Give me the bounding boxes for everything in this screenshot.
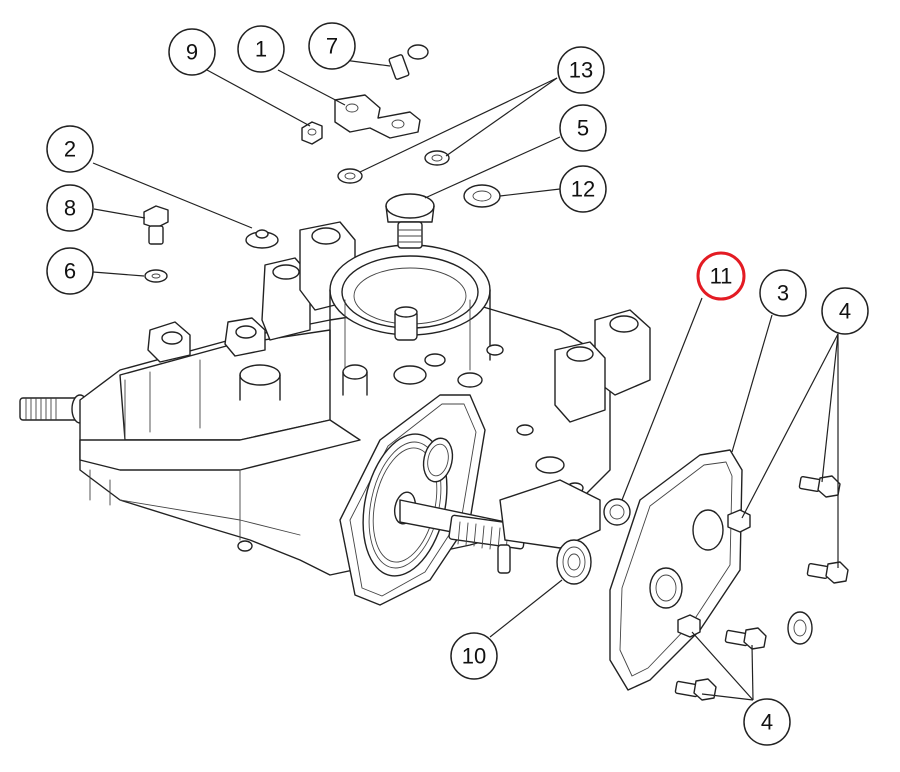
callout-11: 11 xyxy=(696,251,746,301)
part-3-cover xyxy=(609,449,743,691)
svg-text:1: 1 xyxy=(255,37,267,62)
part-5-plug xyxy=(385,193,435,249)
part-6-washer xyxy=(144,269,168,283)
svg-text:12: 12 xyxy=(571,177,595,202)
callout-10: 10 xyxy=(450,632,498,680)
callout-4-top: 4 xyxy=(821,287,869,335)
svg-text:11: 11 xyxy=(710,264,733,289)
callout-6: 6 xyxy=(46,247,94,295)
callout-4-bottom: 4 xyxy=(743,698,791,746)
spacer xyxy=(787,611,813,645)
part-10-bearing xyxy=(556,539,592,585)
svg-text:3: 3 xyxy=(777,281,789,306)
transaxle-housing xyxy=(19,221,651,606)
callout-13: 13 xyxy=(557,46,605,94)
part-11-bushing xyxy=(603,498,631,526)
part-1-bracket xyxy=(334,94,421,139)
svg-text:13: 13 xyxy=(569,58,593,83)
part-7-bolt xyxy=(388,44,429,80)
svg-text:8: 8 xyxy=(64,196,76,221)
svg-text:2: 2 xyxy=(64,137,76,162)
svg-text:9: 9 xyxy=(186,40,198,65)
part-2-breather xyxy=(245,229,279,249)
callout-labels: 9 1 7 13 2 5 12 8 6 11 3 4 10 4 xyxy=(46,22,869,746)
part-9-nut xyxy=(301,121,323,145)
callout-9: 9 xyxy=(168,28,216,76)
svg-text:4: 4 xyxy=(839,299,851,324)
part-13-washers xyxy=(337,150,450,184)
svg-text:6: 6 xyxy=(64,259,76,284)
callout-3: 3 xyxy=(759,269,807,317)
svg-text:7: 7 xyxy=(326,34,338,59)
part-12-seal xyxy=(463,184,501,208)
callout-1: 1 xyxy=(237,25,285,73)
callout-5: 5 xyxy=(559,104,607,152)
input-shaft xyxy=(19,394,89,424)
callout-8: 8 xyxy=(46,184,94,232)
callout-7: 7 xyxy=(308,22,356,70)
svg-text:10: 10 xyxy=(462,644,486,669)
part-4-bolts xyxy=(674,475,849,701)
svg-text:4: 4 xyxy=(761,710,773,735)
part-8-bolt xyxy=(143,205,169,245)
callout-2: 2 xyxy=(46,125,94,173)
callout-12: 12 xyxy=(559,165,607,213)
svg-text:5: 5 xyxy=(577,116,589,141)
